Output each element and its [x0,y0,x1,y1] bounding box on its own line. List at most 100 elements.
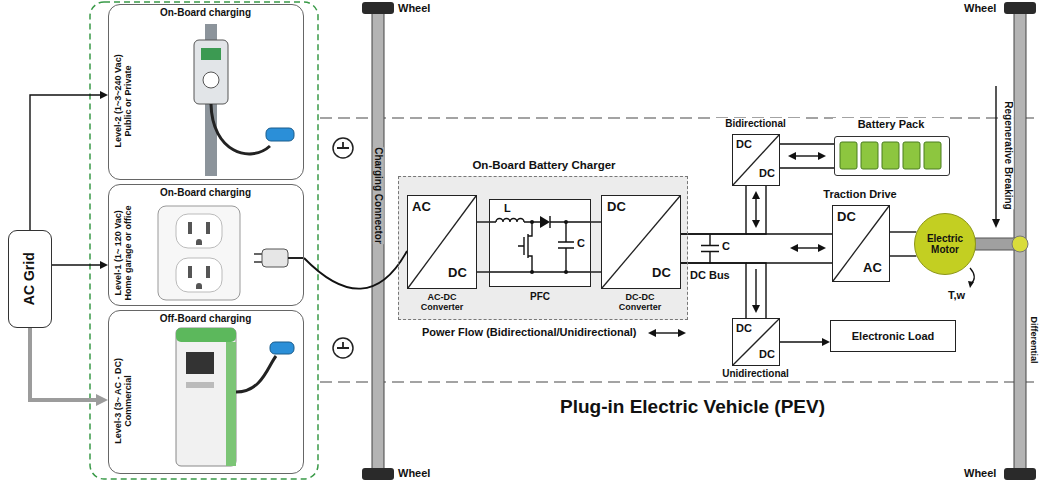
node-text: DC [652,266,671,281]
arrowhead [790,244,798,252]
dc-fast-charger [176,328,236,466]
node-text: C [577,237,585,250]
diode-symbol [540,216,550,228]
wire [890,255,916,256]
charger-plug [266,128,294,141]
socket-slot [206,266,210,278]
charger-band [176,328,236,342]
node-text: AC-DC Converter [411,292,473,313]
socket-slot [206,222,210,234]
grid-box: AC Grid [8,230,52,328]
arrowhead [96,394,108,406]
node-text: Electric Motor [918,233,972,256]
charger-screen [186,352,214,374]
node-text: Unidirectional [711,368,800,380]
battery-cell [903,142,920,169]
wire [681,186,746,234]
node-text: Battery Pack [833,118,949,131]
charging-panel [90,2,318,479]
node-text: Level-2 (1~3~240 Vac) Public or Private [114,41,134,161]
charger-holster [203,72,219,88]
diagonal-line [602,196,680,288]
converter-box: ACDCAC-DC Converter [407,195,477,289]
junction-dot [564,220,568,224]
wire [746,263,766,318]
node-text: Electronic Load [852,330,935,343]
wire [755,197,756,223]
wire [780,341,824,342]
connector [591,222,601,272]
connector [304,251,407,289]
braking-label: Regenerative Breaking [1002,101,1013,209]
junction-dot [564,270,568,274]
braking-arrowhead [992,219,1000,228]
torque-label: T,w [948,289,965,302]
arrowhead [818,152,826,160]
battery-cell [861,142,878,169]
socket-slot [188,222,192,234]
node-text: Level-1 (1~ 120 Vac) Home garage or offi… [114,199,134,307]
charger-screen [201,48,221,60]
household-plug [262,249,288,267]
connector [780,144,834,168]
charger-slot [186,382,214,388]
connector [780,338,830,346]
node-text: Bidirectional [711,118,800,130]
wire [591,221,601,222]
node-text: On-Board Battery Charger [439,159,649,172]
diagonal-line [833,206,889,281]
wire [796,247,821,248]
wall-outlet [158,206,240,300]
diagonal-line [733,135,779,185]
arrowhead [100,91,108,99]
pfc-box: LCPFC [489,199,591,287]
charger-plug [270,342,294,354]
converter-box: DCDCDC-DC Converter [601,195,681,289]
torque-arrowhead [968,281,974,288]
arrowhead [818,244,826,252]
plug-symbol [337,342,349,348]
node-text: Level-3 (3~ AC - DC) Commercial [114,341,134,461]
arrowhead [752,220,760,228]
wire [780,167,834,168]
connector [30,328,108,406]
socket-ground [196,239,202,245]
connector [890,232,916,256]
plug-cord [288,257,304,259]
flow-label: Power Flow (Bidirectional/Unidirectional… [422,326,637,339]
charger-box: On-Board Battery ChargerACDCAC-DC Conver… [398,176,688,320]
wheel-label: Wheel [964,467,996,480]
converter-box: BidirectionalDCDC [732,134,780,186]
charging-box: On-Board chargingLevel-2 (1~3~240 Vac) P… [108,4,304,180]
charger-ground [398,176,688,320]
node-text: DC [736,322,752,335]
wire [794,155,821,156]
wheel [362,2,394,14]
charging-box: Off-Board chargingLevel-3 (3~ AC - DC) C… [108,310,304,474]
vehicle-outline [320,118,1040,382]
wire [477,221,489,222]
plug-symbol [333,138,353,158]
wall-charger [194,40,228,104]
load-box: Electronic Load [830,320,956,352]
power-flow-arrowheads [648,329,686,337]
battery-cell [924,142,941,169]
node-text: DC-DC Converter [609,292,671,313]
junction-dot [530,270,534,274]
differential-label: Differential [1029,316,1039,363]
motor-circle: Electric Motor [914,213,976,275]
node-text: DC [759,348,775,361]
arrowhead [752,191,760,199]
node-text: DC [607,200,626,215]
battery-cell [840,142,857,169]
battery-cell [882,142,899,169]
connector [30,91,108,230]
arrowhead [822,338,830,346]
wire [681,263,746,318]
arrowhead [788,152,796,160]
wire [746,186,766,234]
diagonal-line [408,196,476,288]
socket-ground [196,283,202,289]
wheel [362,468,394,480]
wire [755,269,756,307]
